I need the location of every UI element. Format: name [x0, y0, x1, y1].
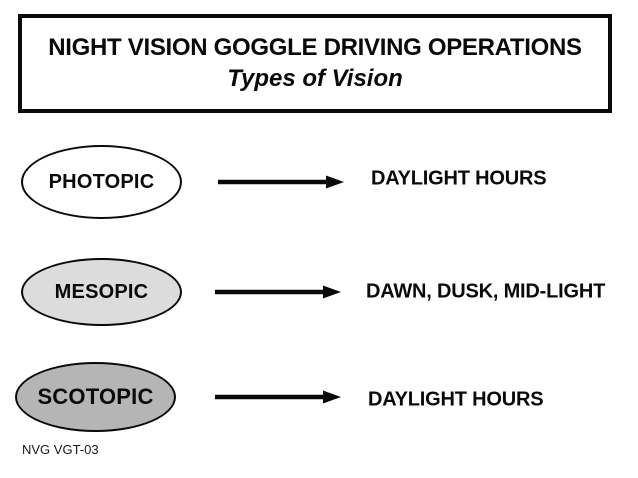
slide-title: NIGHT VISION GOGGLE DRIVING OPERATIONS [48, 34, 582, 61]
vision-type-row-scotopic: SCOTOPIC DAYLIGHT HOURS [0, 362, 638, 432]
mesopic-label: MESOPIC [54, 280, 149, 303]
photopic-label: PHOTOPIC [48, 170, 155, 193]
mesopic-result-label: DAWN, DUSK, MID-LIGHT [366, 280, 606, 303]
slide-subtitle: Types of Vision [227, 65, 403, 92]
title-box: NIGHT VISION GOGGLE DRIVING OPERATIONS T… [18, 14, 612, 113]
photopic-result-label: DAYLIGHT HOURS [371, 167, 547, 190]
vision-type-row-photopic: PHOTOPIC DAYLIGHT HOURS [0, 145, 638, 219]
photopic-ellipse: PHOTOPIC [21, 145, 182, 219]
arrow-right-icon [215, 390, 341, 404]
arrow-right-icon [218, 175, 344, 189]
slide-footer-code: NVG VGT-03 [22, 442, 99, 457]
scotopic-label: SCOTOPIC [37, 384, 154, 409]
scotopic-result-label: DAYLIGHT HOURS [368, 388, 544, 411]
scotopic-ellipse: SCOTOPIC [15, 362, 176, 432]
vision-type-row-mesopic: MESOPIC DAWN, DUSK, MID-LIGHT [0, 258, 638, 326]
arrow-right-icon [215, 285, 341, 299]
mesopic-ellipse: MESOPIC [21, 258, 182, 326]
